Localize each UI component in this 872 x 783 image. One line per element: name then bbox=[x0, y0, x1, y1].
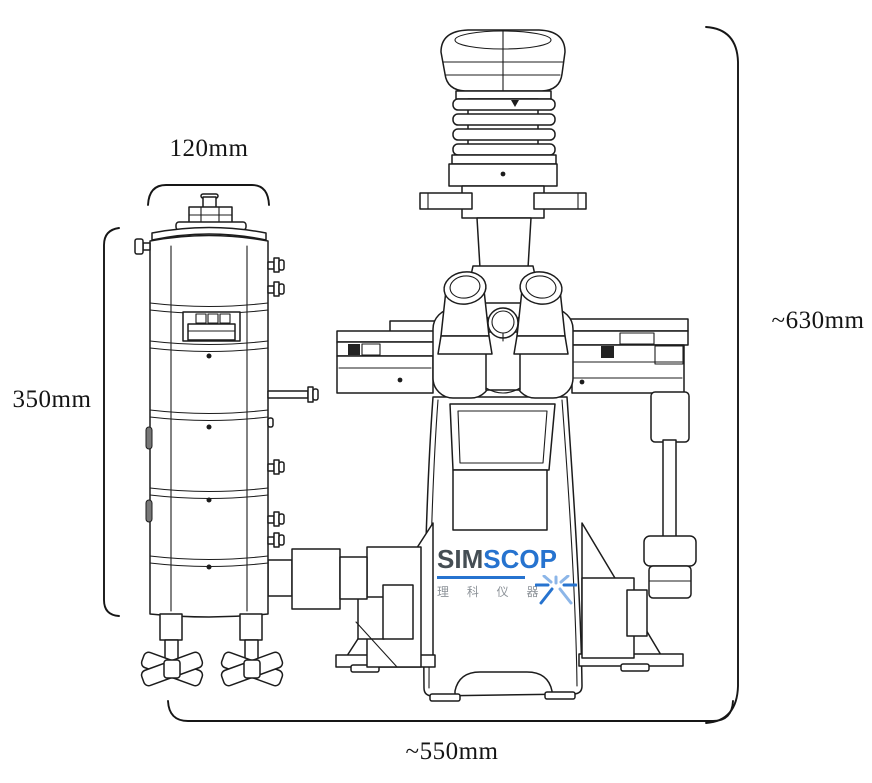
right-focus-knob bbox=[626, 589, 648, 637]
tower-left-foot bbox=[140, 651, 204, 687]
tower-side-rod bbox=[267, 386, 319, 403]
simscop-logo: SIMSCOP 理 科 仪 器 bbox=[437, 546, 577, 605]
fin-marker bbox=[511, 100, 519, 107]
bracket-630mm bbox=[705, 26, 739, 724]
dimension-label-overall-height: ~630mm bbox=[771, 307, 865, 334]
sparkle-icon bbox=[535, 575, 577, 605]
lamp-collar bbox=[461, 185, 545, 219]
right-handle bbox=[533, 192, 587, 210]
tower-drawer bbox=[182, 311, 241, 342]
left-focus-housing bbox=[355, 546, 422, 668]
body-upper-window bbox=[449, 403, 556, 471]
dimension-label-overall-width: ~550mm bbox=[405, 738, 499, 765]
bracket-350mm bbox=[103, 227, 120, 617]
microscope-body bbox=[423, 396, 583, 702]
binocular-head bbox=[432, 265, 574, 399]
illumination-column bbox=[476, 217, 532, 269]
dimension-brackets bbox=[103, 26, 739, 724]
logo-wordmark: SIMSCOP bbox=[437, 546, 569, 572]
logo-chinese-text: 理 科 仪 器 bbox=[437, 585, 546, 599]
stage-knob-lower bbox=[648, 565, 692, 599]
lamp-housing bbox=[419, 29, 587, 269]
tower-left-knob bbox=[134, 238, 151, 255]
base-arch bbox=[454, 671, 553, 697]
tower-connector bbox=[267, 548, 368, 610]
bracket-550mm bbox=[167, 700, 734, 722]
body-lower-window bbox=[452, 469, 548, 531]
stage-left-arm bbox=[336, 320, 437, 394]
logo-underline bbox=[437, 576, 525, 579]
tower-right-knobs bbox=[267, 257, 285, 548]
dimension-label-tower-height: 350mm bbox=[12, 386, 92, 413]
left-eyepiece bbox=[437, 271, 493, 355]
logo-part-scop: SCOP bbox=[483, 544, 557, 574]
stage-right-arm bbox=[569, 318, 689, 394]
left-handle bbox=[419, 192, 473, 210]
left-focus-knob bbox=[382, 584, 414, 640]
stage-control-rod bbox=[643, 391, 697, 599]
accessory-tower bbox=[134, 193, 319, 687]
right-focus-housing bbox=[581, 577, 648, 659]
dimension-label-tower-width: 120mm bbox=[169, 135, 249, 162]
right-eyepiece bbox=[513, 271, 569, 355]
bracket-120mm bbox=[147, 184, 270, 206]
tower-right-foot bbox=[220, 651, 284, 687]
logo-part-sim: SIM bbox=[437, 544, 484, 574]
stage-knob-upper bbox=[643, 535, 697, 567]
